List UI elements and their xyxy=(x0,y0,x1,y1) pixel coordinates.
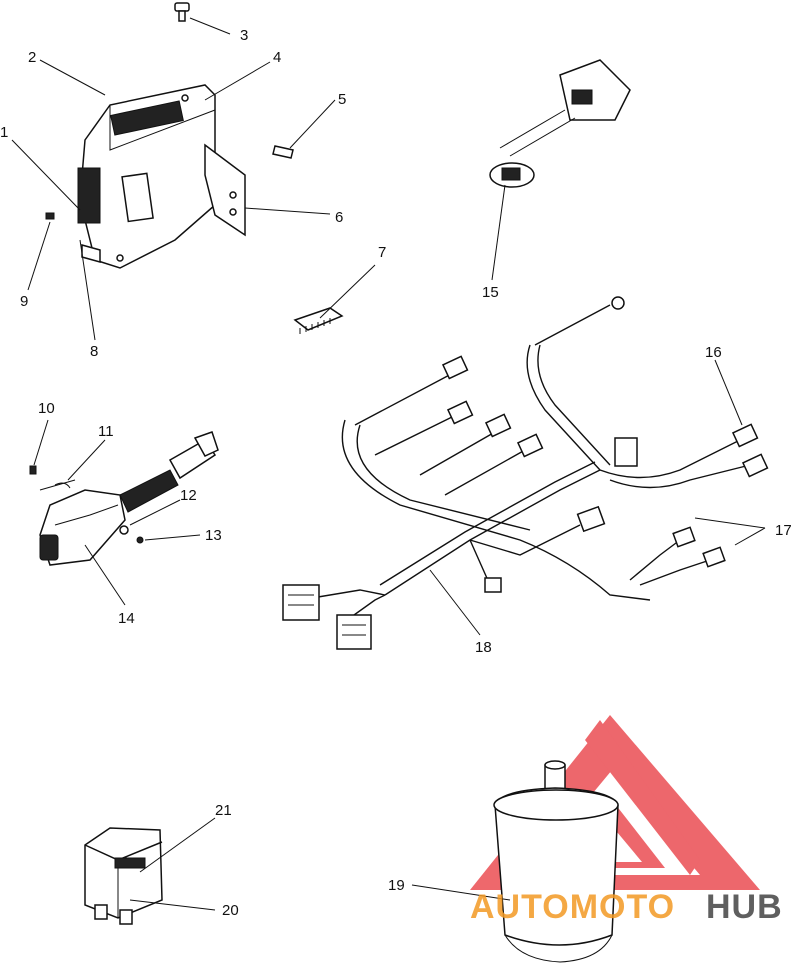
watermark-part1: AUTOMOTO xyxy=(470,888,675,926)
callout-14: 14 xyxy=(118,610,135,627)
callout-2: 2 xyxy=(28,49,36,66)
ecu-module-part-1 xyxy=(77,84,246,269)
callout-20: 20 xyxy=(222,902,239,919)
callout-5: 5 xyxy=(338,91,346,108)
callout-18: 18 xyxy=(475,639,492,656)
chip-part-7 xyxy=(293,307,344,334)
callout-4: 4 xyxy=(273,49,281,66)
watermark-part2: HUB xyxy=(706,888,783,926)
switch-assembly-part-14 xyxy=(39,431,219,566)
callout-9: 9 xyxy=(20,293,28,310)
callout-6: 6 xyxy=(335,209,343,226)
callout-21: 21 xyxy=(215,802,232,819)
relay-part-20-21 xyxy=(84,827,163,925)
callout-labels: 1 2 3 4 5 6 7 8 9 10 11 12 13 14 15 16 1… xyxy=(0,27,792,919)
callout-8: 8 xyxy=(90,343,98,360)
callout-10: 10 xyxy=(38,400,55,417)
screws-parts-3-5-9 xyxy=(45,2,294,220)
callout-1: 1 xyxy=(0,124,8,141)
wiring-harness-part-18 xyxy=(299,296,751,626)
leader-lines xyxy=(11,17,766,911)
callout-3: 3 xyxy=(240,27,248,44)
fuel-filter-part-19 xyxy=(493,760,619,963)
callout-7: 7 xyxy=(378,244,386,261)
callout-15: 15 xyxy=(482,284,499,301)
harness-connectors xyxy=(282,355,769,650)
callout-13: 13 xyxy=(205,527,222,544)
callout-16: 16 xyxy=(705,344,722,361)
watermark-text: AUTOMOTO HUB xyxy=(470,888,783,926)
callout-17: 17 xyxy=(775,522,792,539)
callout-19: 19 xyxy=(388,877,405,894)
callout-11: 11 xyxy=(98,423,114,440)
callout-12: 12 xyxy=(180,487,197,504)
hardware-parts-10-13 xyxy=(29,465,144,544)
sensor-part-15 xyxy=(489,59,631,188)
